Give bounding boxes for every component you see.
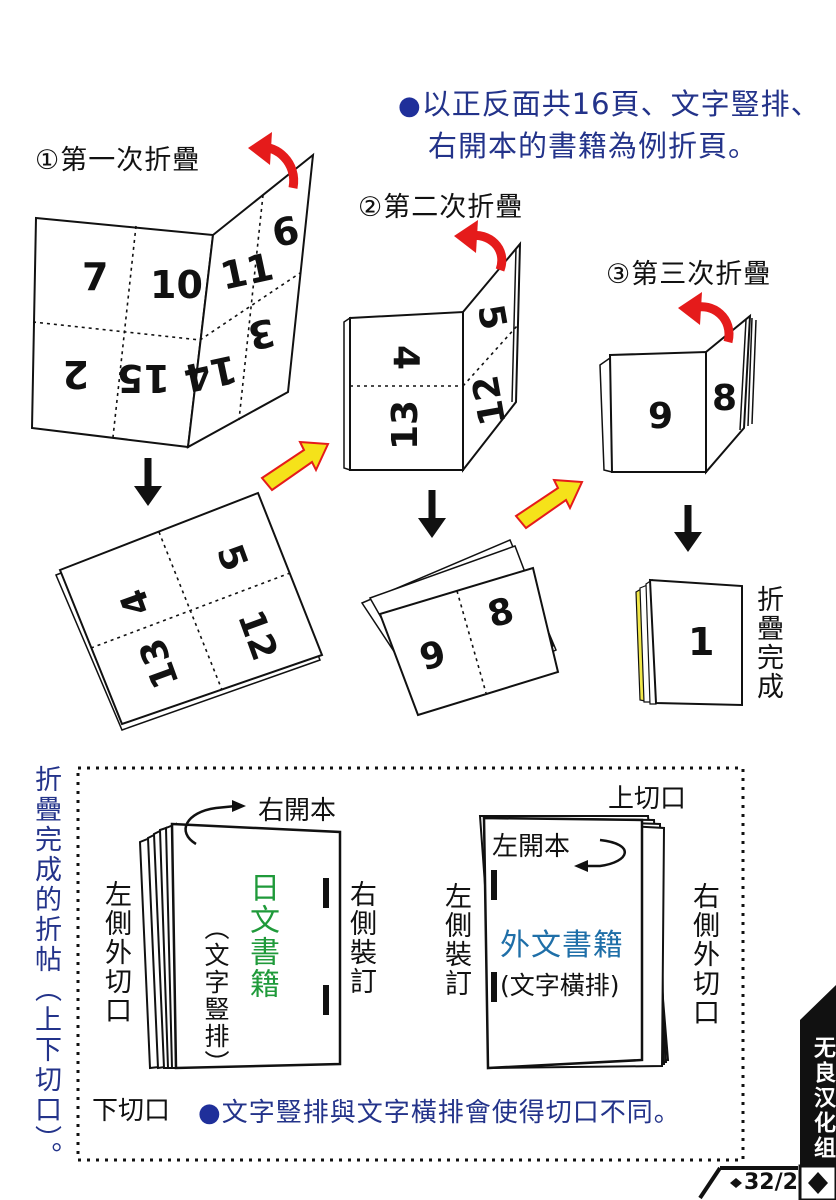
step3-sheet: 9 8 — [599, 313, 757, 475]
step1-label: ①第一次折疊 — [35, 145, 201, 176]
page-9-b: 9 — [648, 396, 673, 437]
page-7: 7 — [82, 255, 108, 299]
page-11: 11 — [216, 245, 277, 299]
step2-label: ②第二次折疊 — [358, 192, 524, 223]
right-book-illustration — [478, 815, 670, 1070]
right-book-subtitle: (文字橫排) — [500, 971, 620, 1000]
group-tag — [698, 985, 836, 1200]
step1-sheet: 7 10 11 6 2 15 14 3 — [30, 152, 315, 449]
left-book-top-label: 右開本 — [258, 796, 337, 826]
step2-sheet: 4 5 13 12 — [343, 241, 522, 473]
page-8-b: 8 — [712, 378, 737, 419]
page-2: 2 — [63, 352, 89, 396]
left-book-bottom-label: 下切口 — [92, 1096, 171, 1126]
left-book-subtitle: （文字豎排） — [201, 915, 230, 1077]
bottom-note-text: 文字豎排與文字橫排會使得切口不同。 — [221, 1098, 681, 1128]
right-book-title: 外文書籍 — [500, 928, 624, 963]
done-label: 折疊完成 — [752, 585, 783, 701]
page-15: 15 — [117, 356, 170, 400]
intro-note: ●以正反面共16頁、文字豎排、 右開本的書籍為例折頁。 — [398, 84, 821, 166]
final-booklet: 1 — [635, 578, 743, 707]
side-title: 折疊完成的折帖（上下切口）。 — [30, 765, 61, 1172]
page-13-b: 13 — [385, 400, 426, 450]
info-box-border — [76, 766, 745, 1162]
right-book-open-label: 左開本 — [492, 832, 571, 862]
intro-line-1: 以正反面共16頁、文字豎排、 — [421, 87, 821, 121]
bullet-icon: ● — [198, 1098, 222, 1128]
left-book-right-side: 右側裝訂 — [345, 880, 376, 996]
left-book-illustration — [138, 800, 342, 1070]
right-book-left-side: 左側裝訂 — [440, 882, 471, 998]
intro-line-2: 右開本的書籍為例折頁。 — [428, 129, 759, 163]
right-book-top-label: 上切口 — [608, 784, 687, 814]
bullet-icon: ● — [398, 91, 422, 121]
left-book-title: 日文書籍 — [244, 872, 279, 1000]
right-book-right-side: 右側外切口 — [688, 882, 719, 1027]
page-12-b: 12 — [465, 372, 514, 428]
step2-result-sheet: 9 8 — [360, 539, 560, 717]
step3-label: ③第三次折疊 — [606, 259, 772, 290]
left-book-left-side: 左側外切口 — [100, 880, 131, 1025]
page-code: 32/2 — [744, 1170, 798, 1195]
page-10: 10 — [150, 263, 203, 307]
page-14: 14 — [180, 347, 241, 401]
step1-result-sheet: 4 5 13 12 — [55, 491, 324, 731]
page-1: 1 — [688, 620, 714, 664]
group-tag-label: 无良汉化组 — [810, 1036, 835, 1161]
page-4-b: 4 — [385, 345, 426, 370]
bottom-note: ●文字豎排與文字橫排會使得切口不同。 — [198, 1092, 681, 1129]
